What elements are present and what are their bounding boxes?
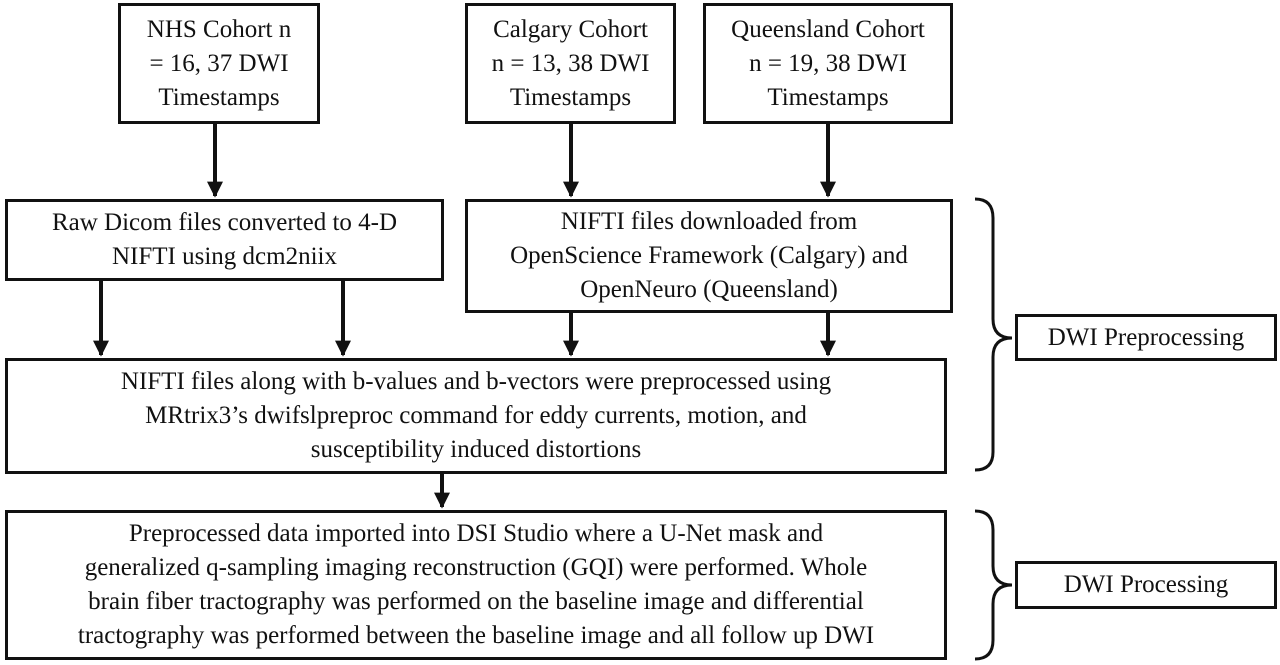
dwi-preprocessing-stage-box: DWI Preprocessing xyxy=(1015,314,1277,361)
bracket-processing xyxy=(974,509,1013,661)
nifti-download-box: NIFTI files downloaded from OpenScience … xyxy=(465,199,953,313)
dicom-conversion-box: Raw Dicom files converted to 4-D NIFTI u… xyxy=(5,199,444,281)
queensland-cohort-box: Queensland Cohort n = 19, 38 DWI Timesta… xyxy=(703,3,953,124)
queensland-cohort-label: Queensland Cohort n = 19, 38 DWI Timesta… xyxy=(731,15,925,111)
dwi-preprocessing-stage-label: DWI Preprocessing xyxy=(1047,323,1245,351)
processing-label: Preprocessed data imported into DSI Stud… xyxy=(77,520,875,649)
dwi-processing-stage-box: DWI Processing xyxy=(1015,561,1277,609)
nhs-cohort-label: NHS Cohort n = 16, 37 DWI Timestamps xyxy=(146,15,292,111)
nifti-download-label: NIFTI files downloaded from OpenScience … xyxy=(510,208,908,303)
dwi-processing-stage-label: DWI Processing xyxy=(1063,571,1229,598)
calgary-cohort-label: Calgary Cohort n = 13, 38 DWI Timestamps xyxy=(491,15,650,111)
processing-box: Preprocessed data imported into DSI Stud… xyxy=(5,510,947,660)
calgary-cohort-box: Calgary Cohort n = 13, 38 DWI Timestamps xyxy=(465,3,676,124)
preprocessing-box: NIFTI files along with b-values and b-ve… xyxy=(5,358,947,474)
bracket-preprocessing xyxy=(974,197,1013,472)
preprocessing-label: NIFTI files along with b-values and b-ve… xyxy=(120,368,832,463)
nhs-cohort-box: NHS Cohort n = 16, 37 DWI Timestamps xyxy=(118,3,320,124)
dicom-conversion-label: Raw Dicom files converted to 4-D NIFTI u… xyxy=(51,209,398,270)
